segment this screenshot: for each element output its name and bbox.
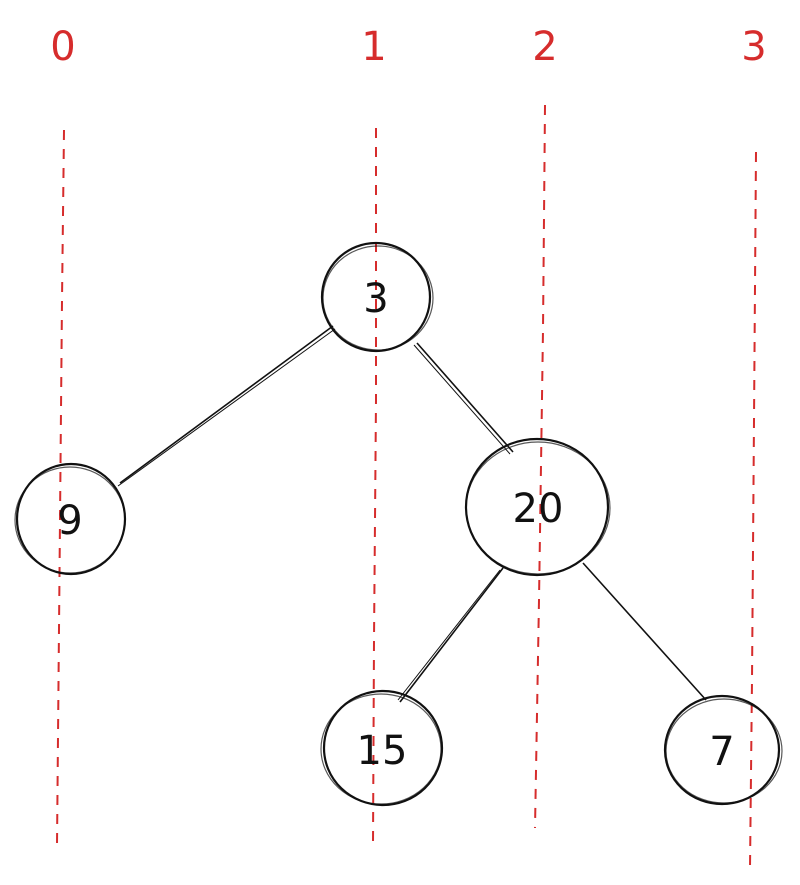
tree-node-9: 9: [14, 462, 127, 576]
column-guides: [56, 104, 757, 869]
node-label-9: 9: [57, 498, 82, 544]
column-label-3: 3: [741, 24, 766, 70]
edge-20-to-15: [399, 567, 504, 703]
edge-3-to-9: [119, 325, 334, 484]
tree-edges: [117, 325, 707, 703]
column-label-1: 1: [361, 24, 386, 70]
column-labels: 0 1 2 3: [50, 24, 766, 70]
tree-node-3: 3: [320, 241, 434, 353]
edge-3-to-20: [416, 342, 514, 453]
guide-line-col-0: [56, 129, 65, 846]
edge-3-to-9-stroke2: [117, 328, 336, 487]
tree-node-15: 15: [320, 689, 444, 807]
column-label-2: 2: [532, 24, 557, 70]
column-label-0: 0: [50, 24, 75, 70]
guide-line-col-3: [749, 151, 757, 869]
guide-line-col-2: [534, 104, 546, 829]
node-label-3: 3: [363, 276, 388, 322]
node-label-15: 15: [357, 728, 408, 774]
tree-node-20: 20: [464, 437, 611, 577]
node-label-20: 20: [513, 486, 564, 532]
guide-line-col-1: [372, 128, 377, 846]
edge-20-to-15-stroke2: [397, 569, 501, 701]
node-label-7: 7: [709, 729, 734, 775]
edge-3-to-20-stroke2: [413, 344, 511, 455]
tree-node-7: 7: [663, 694, 783, 806]
edge-20-to-7: [582, 562, 707, 701]
